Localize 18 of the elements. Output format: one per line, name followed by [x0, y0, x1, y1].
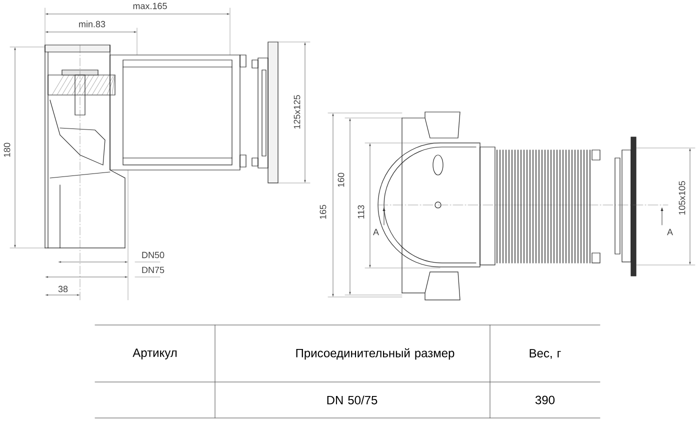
table-cell: Присоединительный размер	[296, 348, 454, 360]
table-cell: Артикул	[132, 348, 177, 360]
dimension-label: max.165	[133, 2, 167, 10]
dimension-label: A	[373, 228, 379, 236]
dimension-label: DN75	[142, 266, 164, 274]
dimension-label: min.83	[79, 20, 106, 28]
dimension-label: 38	[58, 286, 68, 292]
dimension-label: A	[667, 228, 673, 236]
table-cell: DN 50/75	[327, 396, 378, 404]
dimension-label: 105x105	[678, 181, 686, 215]
dimension-label: 113	[358, 205, 364, 218]
dimension-label: DN50	[142, 252, 164, 258]
dimension-label: 165	[320, 204, 326, 219]
table-cell: 390	[535, 396, 555, 404]
dimension-label: 180	[4, 142, 10, 157]
dimension-label: 125x125	[294, 95, 300, 129]
table-cell: Вес, г	[530, 349, 561, 359]
dimension-label: 160	[338, 172, 344, 187]
